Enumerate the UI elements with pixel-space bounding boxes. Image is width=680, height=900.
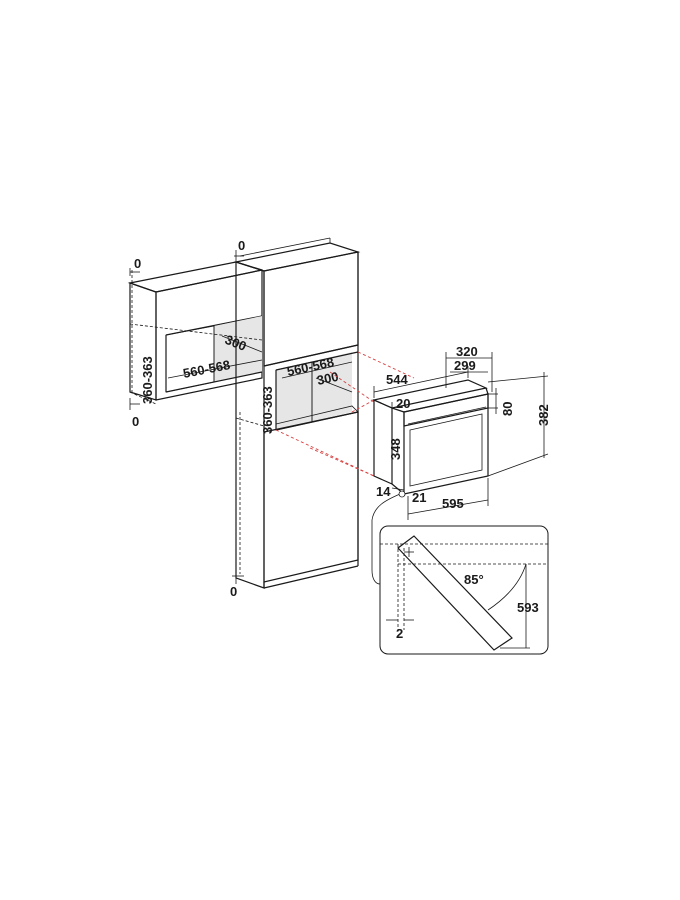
wall-bottom-clearance-label: 0	[132, 414, 139, 429]
wall-cabinet-cavity	[214, 316, 262, 382]
oven-depth-inner-label: 299	[454, 358, 476, 373]
oven-body-height-label: 348	[388, 438, 403, 460]
oven-depth-outer-label: 320	[456, 344, 478, 359]
door-open-height-label: 593	[517, 600, 539, 615]
oven-top-offset-label: 20	[396, 396, 410, 411]
wall-height-label: 360-363	[140, 356, 155, 404]
tall-top-clearance-label: 0	[238, 238, 245, 253]
oven-height-total-label: 382	[536, 404, 551, 426]
tall-bottom-clearance-label: 0	[230, 584, 237, 599]
tall-cabinet-front-upper	[263, 251, 359, 367]
tall-cabinet-top	[233, 242, 361, 272]
oven-dimensions: 544 320 299 20 80 382 348 14 21	[373, 344, 551, 520]
door-gap-label: 2	[396, 626, 403, 641]
tall-depth-label: 300	[316, 369, 340, 388]
hinge-point-icon	[404, 547, 414, 557]
tall-cabinet	[233, 237, 361, 589]
door-opening-detail: 85° 593 2	[379, 525, 549, 655]
oven-width-label: 595	[442, 496, 464, 511]
oven-depth-total-label: 544	[386, 372, 408, 387]
detail-frame	[379, 525, 549, 655]
wall-top-clearance-label: 0	[134, 256, 141, 271]
tall-cabinet-front-lower	[263, 411, 359, 583]
wall-cabinet-dimensions: 0 0 360-363 560-568 300	[129, 256, 263, 429]
oven-side-offset-label: 14	[376, 484, 391, 499]
detail-callout-marker	[398, 490, 406, 498]
wall-cabinet	[127, 261, 263, 405]
tall-height-label: 360-363	[260, 386, 275, 434]
built-in-oven	[372, 379, 489, 495]
oven-control-strip	[403, 393, 489, 427]
detail-callout-connector	[371, 493, 401, 585]
angle-arc	[487, 563, 527, 611]
alignment-guides	[275, 351, 415, 477]
oven-door	[409, 413, 483, 487]
open-door-panel	[397, 535, 513, 651]
door-angle-label: 85°	[464, 572, 484, 587]
wall-cabinet-top	[127, 261, 263, 293]
oven-front-height-label: 80	[500, 402, 515, 416]
oven-bottom-offset-label: 21	[412, 490, 426, 505]
